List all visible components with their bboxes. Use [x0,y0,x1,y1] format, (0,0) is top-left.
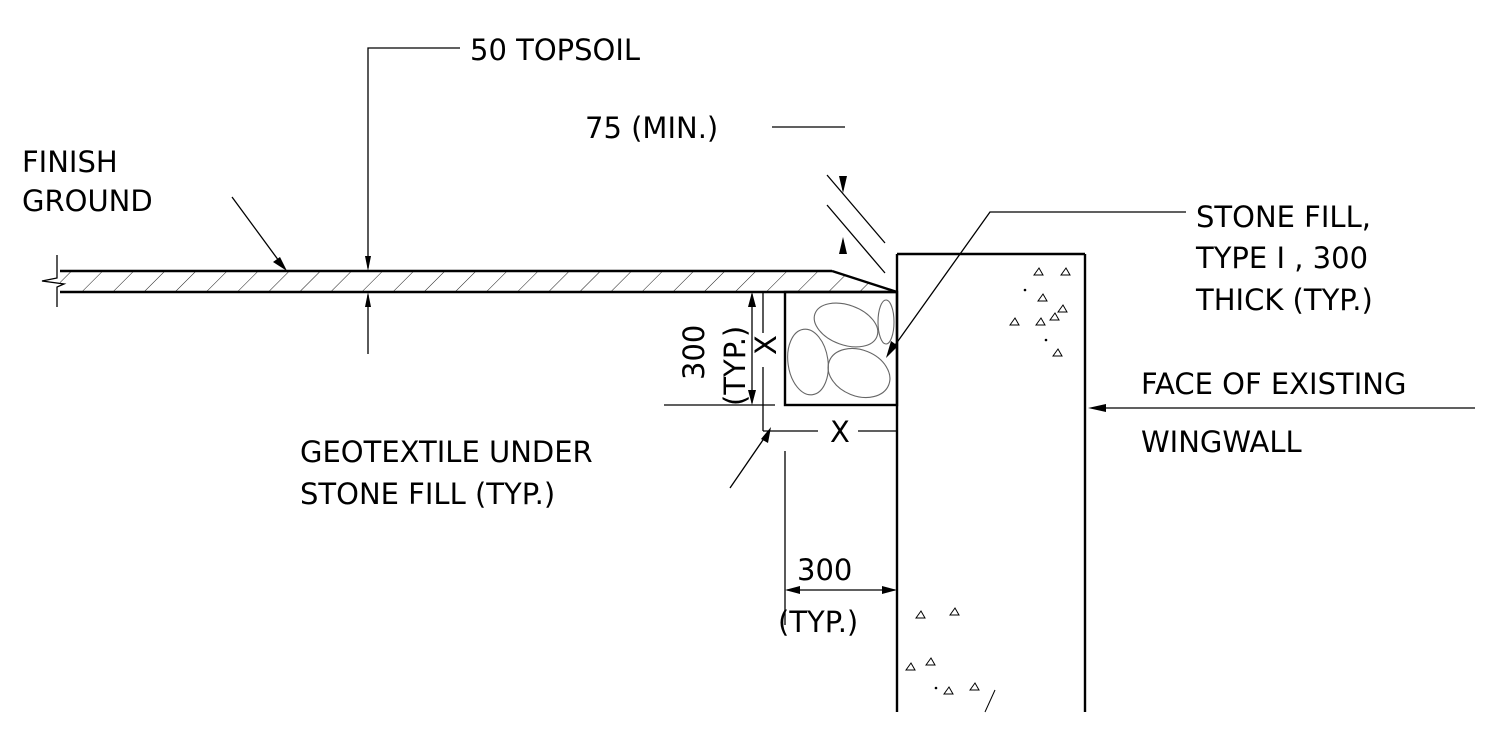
topsoil-dimension: 50 TOPSOIL [365,33,640,354]
geotextile-callout: GEOTEXTILE UNDER STONE FILL (TYP.) [300,427,771,511]
finish-ground-label-line2: GROUND [22,184,153,218]
stone-fill-offset-dimension: 300 (TYP.) [778,451,897,639]
stone-fill-depth-dimension: 300 (TYP.) [664,291,775,406]
stone-fill-callout: STONE FILL, TYPE I , 300 THICK (TYP.) [886,200,1373,358]
x-dimensions: X X [749,292,897,449]
offset-300-label: 300 [797,553,852,587]
concrete-aggregate-marks [905,267,1071,713]
horizontal-x-label: X [830,415,850,449]
topsoil-label: 50 TOPSOIL [470,33,640,67]
existing-wingwall [895,252,1087,713]
finish-ground-label-line1: FINISH [22,145,118,179]
stone-fill-label-line2: TYPE I , 300 [1195,241,1368,275]
stone-fill-label-line1: STONE FILL, [1196,200,1371,234]
vertical-x-label: X [749,335,783,355]
depth-typ-label: (TYP.) [718,326,752,406]
geotextile-label-line1: GEOTEXTILE UNDER [300,435,593,469]
min-depth-dimension: 75 (MIN.) [585,111,886,274]
depth-300-label: 300 [677,325,711,380]
geotextile-label-line2: STONE FILL (TYP.) [300,477,555,511]
geotextile-box [783,290,899,407]
offset-typ-label: (TYP.) [778,605,858,639]
finish-ground-callout: FINISH GROUND [22,145,287,271]
topsoil-layer [41,255,898,307]
stone-fill [783,290,899,407]
stone-fill-label-line3: THICK (TYP.) [1195,283,1373,317]
wingwall-label-line2: WINGWALL [1141,425,1302,459]
break-line-symbol [41,255,67,307]
wingwall-callout: FACE OF EXISTING WINGWALL [1088,367,1475,459]
wingwall-label-line1: FACE OF EXISTING [1141,367,1406,401]
min-depth-label: 75 (MIN.) [585,111,718,145]
